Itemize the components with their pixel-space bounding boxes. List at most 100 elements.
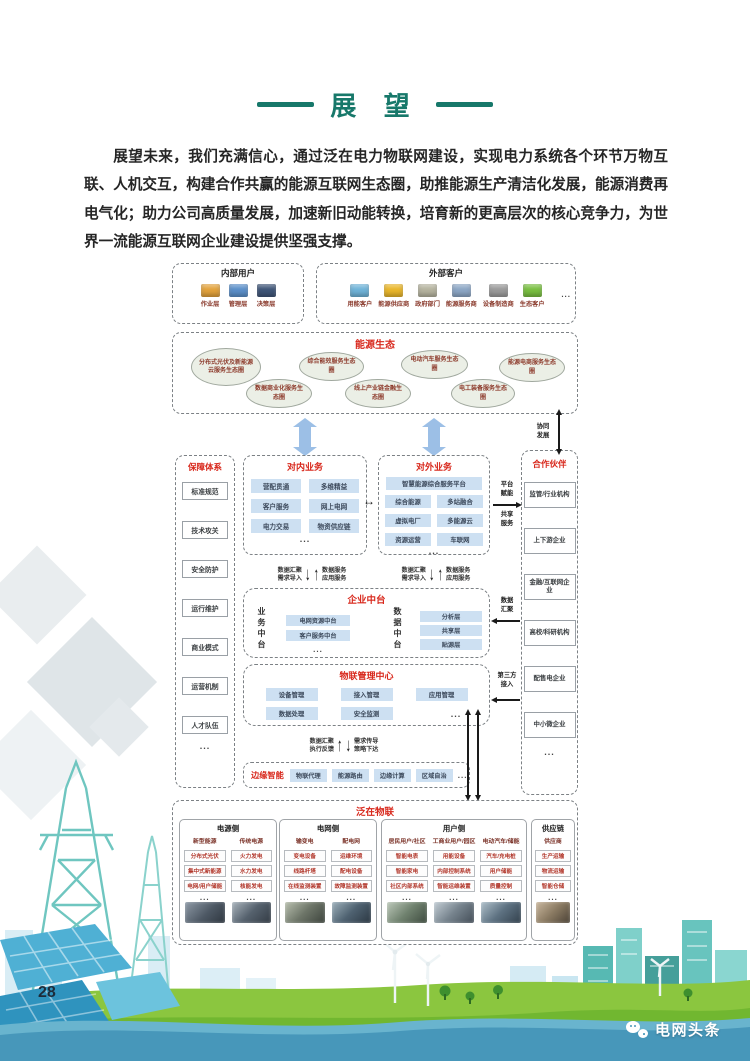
inner-business-box: 对内业务 营配贯通多维精益客户服务网上电网电力交易物资供应链 ... — [243, 455, 367, 555]
grid-side-group: 电网侧 输变电 变电设备线路杆塔在线监测装置 ... 配电网 运维环境配电设备故… — [279, 819, 377, 941]
inner-business-more: ... — [299, 534, 311, 544]
flow-label: 执行反馈 — [309, 746, 334, 753]
user-icon-cell: 作业层 — [200, 284, 220, 308]
edge-item: 物联代理 — [289, 768, 327, 782]
synergy-label: 协同发展 — [536, 423, 550, 439]
distribution-column: 配电网 运维环境配电设备故障监测装置 ... — [330, 835, 374, 923]
partners-items: 监管/行业机构上下游企业金融/互联网企业高校/科研机构配售电企业中小微企业 — [522, 482, 577, 738]
outer-business-more: ... — [428, 546, 440, 556]
iot-item: 运维环境 — [330, 850, 372, 862]
traditional-power-column: 传统电源 火力发电水力发电核能发电 ... — [230, 835, 274, 923]
grid-side-title: 电网侧 — [316, 824, 340, 833]
internal-users-title: 内部用户 — [220, 268, 255, 278]
business-platform-title: 业务中台 — [257, 607, 266, 651]
flow-label: 需求传导 — [354, 737, 379, 745]
tree-icon — [439, 985, 693, 1004]
iot-item: 智能仓储 — [535, 880, 571, 892]
partners-title: 合作伙伴 — [532, 459, 567, 469]
down-arrow-icon: ↓ — [305, 563, 311, 585]
flow-label: 策略下达 — [354, 746, 379, 753]
supplier-column: 供应商 生产运输物流运输智能仓储 ... — [534, 835, 572, 923]
data-aggregation-label: 数据汇聚 — [500, 597, 514, 613]
vertical-link-arrow — [467, 714, 469, 796]
edge-items: 物联代理能源路由边缘计算区域自治 — [289, 768, 453, 782]
outer-business-item: 虚拟电厂 — [385, 514, 431, 527]
ecology-ellipse: 电动汽车服务生态圈 — [401, 350, 468, 379]
partners-box: 合作伙伴 监管/行业机构上下游企业金融/互联网企业高校/科研机构配售电企业中小微… — [521, 450, 578, 795]
page-title: 展 望 — [330, 91, 420, 121]
edge-intelligence-box: 边缘智能 物联代理能源路由边缘计算区域自治 ... — [243, 762, 470, 788]
data-platform-item: 贴源层 — [420, 639, 482, 650]
iot-item: 智能家电 — [386, 865, 428, 877]
industry-column: 工商业用户/园区 用能设备内部控制系统智能运维装置 ... — [432, 835, 476, 923]
ubiquitous-iot-box: 泛在物联 电源侧 新型能源 分布式光伏集中式新能源电网/用户储能 ... 传统电… — [172, 800, 578, 945]
iot-item: 变电设备 — [284, 850, 326, 862]
wechat-icon — [626, 1021, 648, 1038]
flow-label: 需求导入 — [401, 575, 426, 582]
platform-enable-label: 平台赋能 — [500, 481, 514, 497]
icon-label: 用能客户 — [347, 301, 373, 308]
iot-center-title: 物联管理中心 — [339, 671, 394, 681]
title-rule-right — [435, 102, 493, 107]
middle-platform-box: 企业中台 业务中台 电网资源中台客户服务中台 ... 数据中台 分析层共享层贴源… — [243, 588, 490, 658]
ubiquitous-iot-title: 泛在物联 — [355, 807, 394, 818]
inner-business-item: 营配贯通 — [251, 479, 301, 493]
flow-group-edge: 数据汇聚执行反馈 ↑↓ 需求传导策略下达 — [296, 732, 392, 760]
column-title: 传统电源 — [239, 838, 264, 845]
flow-label: 数据汇聚 — [309, 737, 334, 745]
outer-business-item: 综合能源 — [385, 495, 431, 508]
equipment-photo — [185, 902, 225, 923]
outer-business-box: 对外业务 智慧能源综合服务平台 综合能源多站融合虚拟电厂多能源云资源运营车联网 … — [378, 455, 490, 556]
iot-item: 集中式新能源 — [184, 865, 226, 877]
flow-label: 数据服务 — [446, 566, 471, 574]
business-platform-more: ... — [313, 645, 323, 654]
bulb-icon — [384, 284, 404, 297]
outer-business-item: 资源运营 — [385, 533, 431, 546]
guarantee-more: ... — [199, 741, 211, 751]
iot-item: 智能运维装置 — [433, 880, 475, 892]
ecology-ellipse: 电工装备服务生态圈 — [451, 379, 515, 408]
share-service-label: 共享服务 — [500, 511, 514, 527]
external-customers-title: 外部客户 — [428, 268, 463, 278]
icon-label: 作业层 — [200, 301, 220, 308]
iot-item: 水力发电 — [230, 865, 272, 877]
iot-item: 在线监测装置 — [284, 880, 326, 892]
flow-label: 数据汇聚 — [401, 566, 426, 574]
ecology-ellipse: 线上产业链金融生态圈 — [345, 379, 411, 408]
customer-icon-cell: 生态客户 — [520, 284, 545, 308]
partner-item: 监管/行业机构 — [523, 482, 576, 508]
iot-item: 用户储能 — [480, 865, 522, 877]
external-customers-box: 外部客户 ... 用能客户 能源供应商 政府部门 — [316, 263, 576, 324]
inner-business-item: 客户服务 — [251, 499, 301, 513]
iot-item: 生产运输 — [535, 850, 571, 862]
manufacturer-icon — [488, 284, 508, 297]
equipment-photo — [434, 902, 474, 923]
iot-center-item: 设备管理 — [265, 688, 318, 701]
inner-business-item: 网上电网 — [309, 499, 359, 513]
inner-business-item: 电力交易 — [251, 519, 301, 533]
business-platform-item: 客户服务中台 — [286, 630, 350, 641]
flow-label: 应用服务 — [446, 575, 471, 582]
up-arrow-icon: ↑ — [437, 563, 444, 585]
outer-business-item: 多能源云 — [437, 514, 483, 527]
customer-icon-cell: 能源供应商 — [378, 284, 409, 308]
guarantee-item: 人才队伍 — [182, 716, 228, 734]
iot-item: 核能发电 — [230, 880, 272, 892]
inner-business-item: 物资供应链 — [309, 519, 359, 533]
partner-item: 上下游企业 — [523, 528, 576, 554]
flow-group-outer: 数据汇聚需求导入 ↓↑ 数据服务应用服务 — [388, 561, 484, 589]
decision-icon — [256, 284, 276, 297]
energy-ecology-box: 能源生态 — [172, 332, 578, 414]
supply-chain-group: 供应链 供应商 生产运输物流运输智能仓储 ... — [531, 819, 575, 941]
intro-paragraph: 展望未来，我们充满信心，通过泛在电力物联网建设，实现电力系统各个环节万物互联、人… — [84, 149, 668, 251]
column-more: ... — [346, 893, 357, 902]
service-provider-icon — [451, 284, 471, 297]
column-title: 电动汽车/储能 — [482, 838, 520, 845]
edge-intelligence-title: 边缘智能 — [251, 771, 284, 780]
equipment-photo — [231, 902, 271, 923]
column-more: ... — [548, 893, 558, 902]
partner-item: 中小微企业 — [523, 712, 576, 738]
customer-icon-cell: 政府部门 — [415, 284, 440, 308]
decor-diamond — [0, 545, 87, 645]
iot-item: 分布式光伏 — [184, 850, 226, 862]
